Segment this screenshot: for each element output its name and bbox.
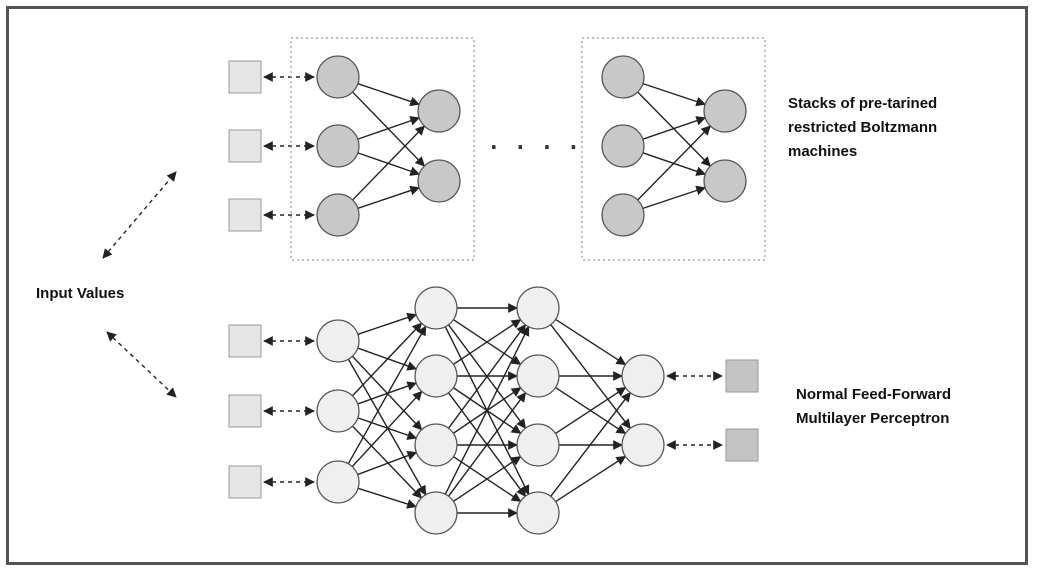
mlp-edge [357, 487, 417, 509]
mlp-node [516, 354, 560, 398]
mlp-node [316, 460, 360, 504]
rbm-edge [357, 116, 421, 140]
rbm-visible-node [601, 124, 645, 168]
mlp-output-square [725, 428, 759, 462]
mlp-edge [555, 386, 627, 435]
rbm-visible-node [316, 55, 360, 99]
rbm-visible-node [601, 55, 645, 99]
mlp-caption-line-1: Normal Feed-Forward [796, 386, 952, 403]
rbm-edge [642, 185, 707, 210]
mlp-edge [347, 325, 427, 465]
mlp-node [414, 286, 458, 330]
rbm-caption-line-1: Stacks of pre-tarined [788, 95, 938, 112]
rbm-hidden-node [703, 89, 747, 133]
rbm-input-square [228, 198, 262, 232]
input-values-arrow-up [102, 171, 177, 259]
rbm-visible-node [316, 124, 360, 168]
rbm-hidden-node [417, 159, 461, 203]
mlp-caption-line-2: Multilayer Perceptron [796, 410, 950, 427]
mlp-edge [447, 392, 527, 497]
mlp-edge [357, 312, 418, 335]
rbm-hidden-node [703, 159, 747, 203]
mlp-node [316, 319, 360, 363]
rbm-visible-node [601, 193, 645, 237]
mlp-edge [351, 322, 423, 397]
mlp-node [516, 286, 560, 330]
mlp-edge [453, 456, 522, 502]
mlp-edge [444, 325, 530, 495]
mlp-input-square [228, 465, 262, 499]
rbm-edge [642, 82, 707, 107]
mlp-node [516, 423, 560, 467]
mlp-node [516, 491, 560, 535]
mlp-caption: Normal Feed-Forward Multilayer Perceptro… [796, 383, 1026, 431]
mlp-node [414, 354, 458, 398]
input-values-arrow-down [106, 331, 177, 398]
input-values-label: Input Values [36, 285, 125, 302]
mlp-edge [347, 358, 427, 496]
rbm-input-square [228, 60, 262, 94]
mlp-node [621, 423, 665, 467]
mlp-edge [357, 381, 418, 405]
mlp-output-square [725, 359, 759, 393]
rbm-caption-line-3: machines [788, 143, 858, 160]
mlp-edge [550, 391, 631, 497]
mlp-edge [555, 318, 627, 366]
mlp-edge [357, 450, 418, 476]
rbm-input-square [228, 129, 262, 163]
rbm-hidden-node [417, 89, 461, 133]
mlp-input-square [228, 394, 262, 428]
rbm-caption-line-2: restricted Boltzmann [788, 119, 938, 136]
mlp-node [414, 491, 458, 535]
mlp-edge [447, 324, 527, 429]
rbm-edge [352, 125, 426, 201]
rbm-box-1 [290, 37, 475, 261]
mlp-input-square [228, 324, 262, 358]
rbm-caption: Stacks of pre-tarined restricted Boltzma… [788, 92, 1008, 164]
rbm-edge [637, 125, 711, 201]
rbm-edge [357, 83, 421, 107]
ellipsis: . . . . [490, 130, 584, 154]
mlp-edge [453, 319, 522, 365]
rbm-edge [642, 116, 707, 140]
rbm-visible-node [316, 193, 360, 237]
mlp-edge [352, 425, 423, 499]
mlp-node [414, 423, 458, 467]
mlp-node [316, 389, 360, 433]
rbm-box-2 [581, 37, 766, 261]
mlp-edge [555, 455, 627, 503]
mlp-edge [351, 390, 423, 468]
mlp-node [621, 354, 665, 398]
rbm-edge [357, 185, 421, 209]
